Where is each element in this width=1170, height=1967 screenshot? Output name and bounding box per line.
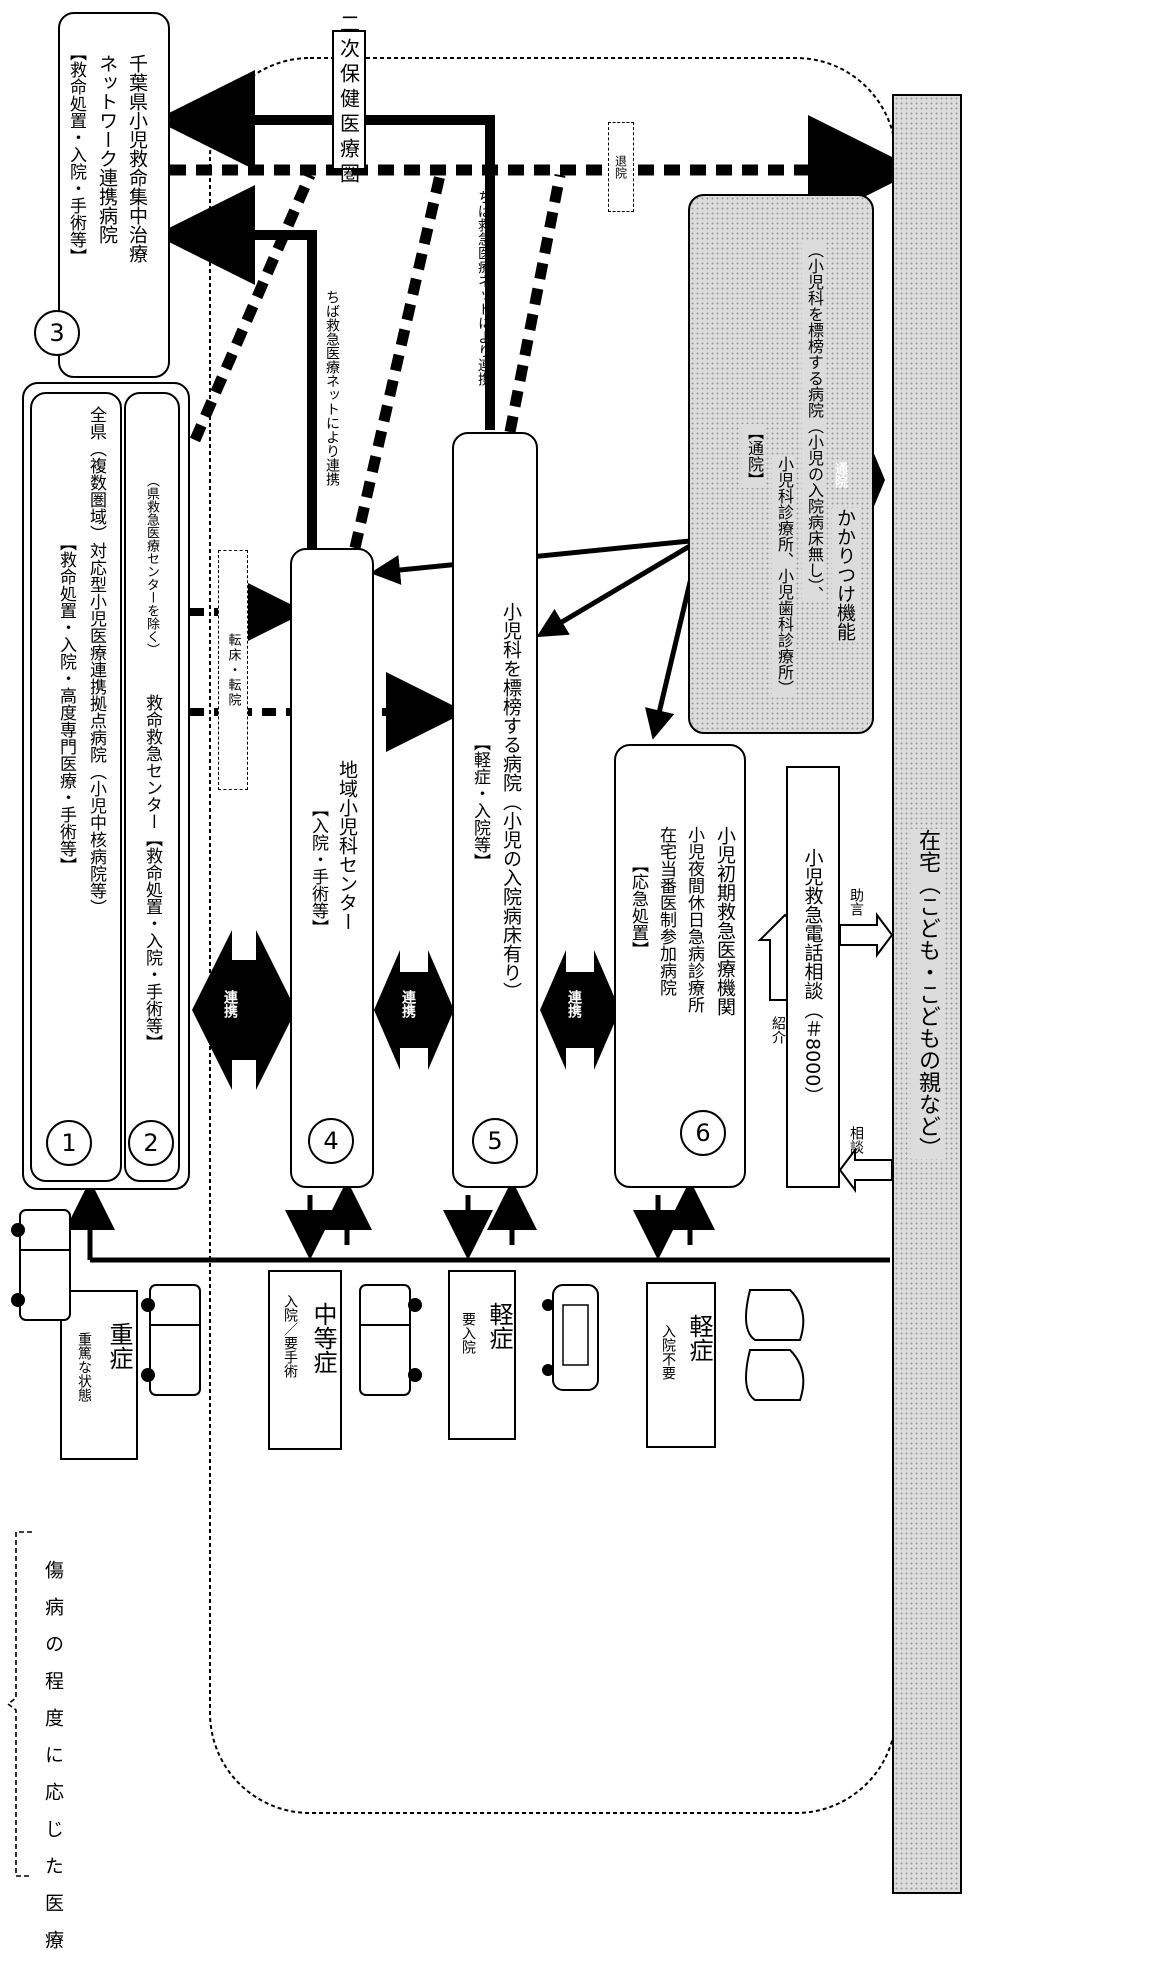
facility-2-box: 救命救急センター【救命処置・入院・手術等】 （県救急医療センターを除く）	[124, 392, 180, 1182]
facility-1-number: 1	[46, 1120, 92, 1166]
severity-moderate-box: 中等症 入院／要手術	[268, 1270, 342, 1450]
home-label: 在宅（こども・こどもの親など）	[911, 829, 943, 1159]
diag-dash-3	[510, 175, 560, 432]
renkei-label-3: 連携	[564, 990, 584, 1018]
facility-6-box: 小児初期救急医療機関 小児夜間休日急病診療所 在宅当番医制参加病院 【応急処置】	[614, 744, 746, 1188]
facility-6-line4: 【応急処置】	[626, 856, 651, 958]
facility-1-box: 全県（複数圏域）対応型小児医療連携拠点病院（小児中核病院等） 【救命処置・入院・…	[30, 392, 122, 1182]
taiin-label-box: 退院	[608, 122, 634, 212]
diag-dash-2	[355, 175, 440, 548]
diagram-canvas: 傷病の程度に応じた医療	[0, 0, 963, 1909]
renkei-label-2: 連携	[398, 990, 418, 1018]
renkei-arrow-1-4	[192, 930, 296, 1090]
facility-6-line1: 小児初期救急医療機関	[712, 826, 739, 1016]
facility-6-line3: 在宅当番医制参加病院	[654, 826, 679, 996]
facility-5-line1: 小児科を標榜する病院（小児の入院病床有り）	[498, 602, 525, 1001]
access-arrows-4	[310, 1195, 347, 1245]
facility-5-box: 小児科を標榜する病院（小児の入院病床有り） 【軽症・入院等】	[452, 432, 538, 1188]
secondary-area-label-box: 二次保健医療圏	[332, 30, 366, 170]
facility-4-number: 4	[308, 1118, 354, 1164]
ambulance-3-icon	[345, 1270, 435, 1410]
facility-2-note: （県救急医療センターを除く）	[142, 474, 161, 656]
ambulance-2-icon	[140, 1270, 220, 1410]
severity-severe-sub: 重篤な状態	[74, 1332, 94, 1402]
severity-mild-admit-box: 軽症 要入院	[448, 1270, 516, 1440]
diag-dash-1	[195, 175, 310, 440]
kakaritsuke-line2: 小児科診療所、小児歯科診療所）	[772, 456, 796, 696]
facility-4-line1: 地域小児科センター	[334, 760, 361, 931]
facility-3-line2: ネットワーク連携病院	[94, 54, 121, 244]
severity-mild-outpatient-sub: 入院不要	[658, 1324, 678, 1380]
renkei-label-1: 連携	[220, 990, 240, 1018]
kakaritsuke-arrows	[380, 540, 700, 730]
facility-3-line1: 千葉県小児救命集中治療	[124, 54, 151, 263]
severity-moderate-sub: 入院／要手術	[280, 1294, 300, 1378]
facility-4-box: 地域小児科センター 【入院・手術等】	[290, 548, 374, 1188]
kakaritsuke-title: かかりつけ機能	[832, 508, 859, 641]
sodan-arrow	[840, 1150, 892, 1190]
facility-3-line3: 【救命処置・入院・手術等】	[64, 44, 89, 265]
tsuin-label: 通院	[830, 462, 849, 488]
kakaritsuke-line3: 【通院】	[742, 424, 766, 488]
facility-2-number: 2	[128, 1120, 174, 1166]
chiba-net-label-2: ちば救急医療ネットにより連携	[474, 190, 494, 386]
facility-5-number: 5	[472, 1118, 518, 1164]
facility-5-line2: 【軽症・入院等】	[468, 734, 493, 870]
tenso-label: 転床・転院	[224, 633, 243, 708]
tenso-label-box: 転床・転院	[218, 550, 248, 790]
shokai-label: 紹介	[768, 1016, 788, 1044]
facility-4-line2: 【入院・手術等】	[306, 800, 331, 936]
facility-6-line2: 小児夜間休日急病診療所	[682, 826, 707, 1013]
phone-consult-box: 小児救急電話相談（＃8000）	[786, 766, 840, 1188]
chiba-net-arrow-from-4	[185, 235, 312, 548]
facility-1-line1: 全県（複数圏域）対応型小児医療連携拠点病院（小児中核病院等）	[84, 406, 109, 916]
ambulance-icon	[10, 1190, 90, 1340]
access-arrows-6	[658, 1195, 690, 1245]
kakaritsuke-line1: （小児科を標榜する病院（小児の入院病床無し）、	[802, 242, 826, 602]
jogen-arrow	[840, 915, 892, 955]
facility-3-number: 3	[34, 310, 80, 356]
severity-mild-admit-title: 軽症	[482, 1302, 517, 1350]
home-box: 在宅（こども・こどもの親など）	[892, 94, 962, 1894]
taiin-label: 退院	[613, 155, 630, 179]
secondary-area-label: 二次保健医療圏	[335, 13, 364, 188]
jogen-label: 助言	[846, 888, 866, 916]
severity-mild-outpatient-title: 軽症	[682, 1314, 717, 1362]
access-arrows-5	[468, 1195, 512, 1245]
severity-severe-title: 重症	[102, 1322, 137, 1370]
sodan-label: 相談	[846, 1126, 866, 1154]
taxi-icon	[538, 1270, 628, 1410]
chiba-net-label-1: ちば救急医療ネットにより連携	[322, 290, 342, 486]
phone-consult-label: 小児救急電話相談（＃8000）	[800, 848, 827, 1105]
facility-6-number: 6	[680, 1110, 726, 1156]
facility-2-line1: 救命救急センター【救命処置・入院・手術等】	[140, 694, 165, 1051]
severity-moderate-title: 中等症	[306, 1302, 341, 1374]
shoes-icon	[730, 1270, 830, 1420]
facility-1-line2: 【救命処置・入院・高度専門医療・手術等】	[54, 534, 79, 874]
severity-mild-admit-sub: 要入院	[458, 1312, 478, 1354]
severity-mild-outpatient-box: 軽症 入院不要	[646, 1282, 716, 1448]
